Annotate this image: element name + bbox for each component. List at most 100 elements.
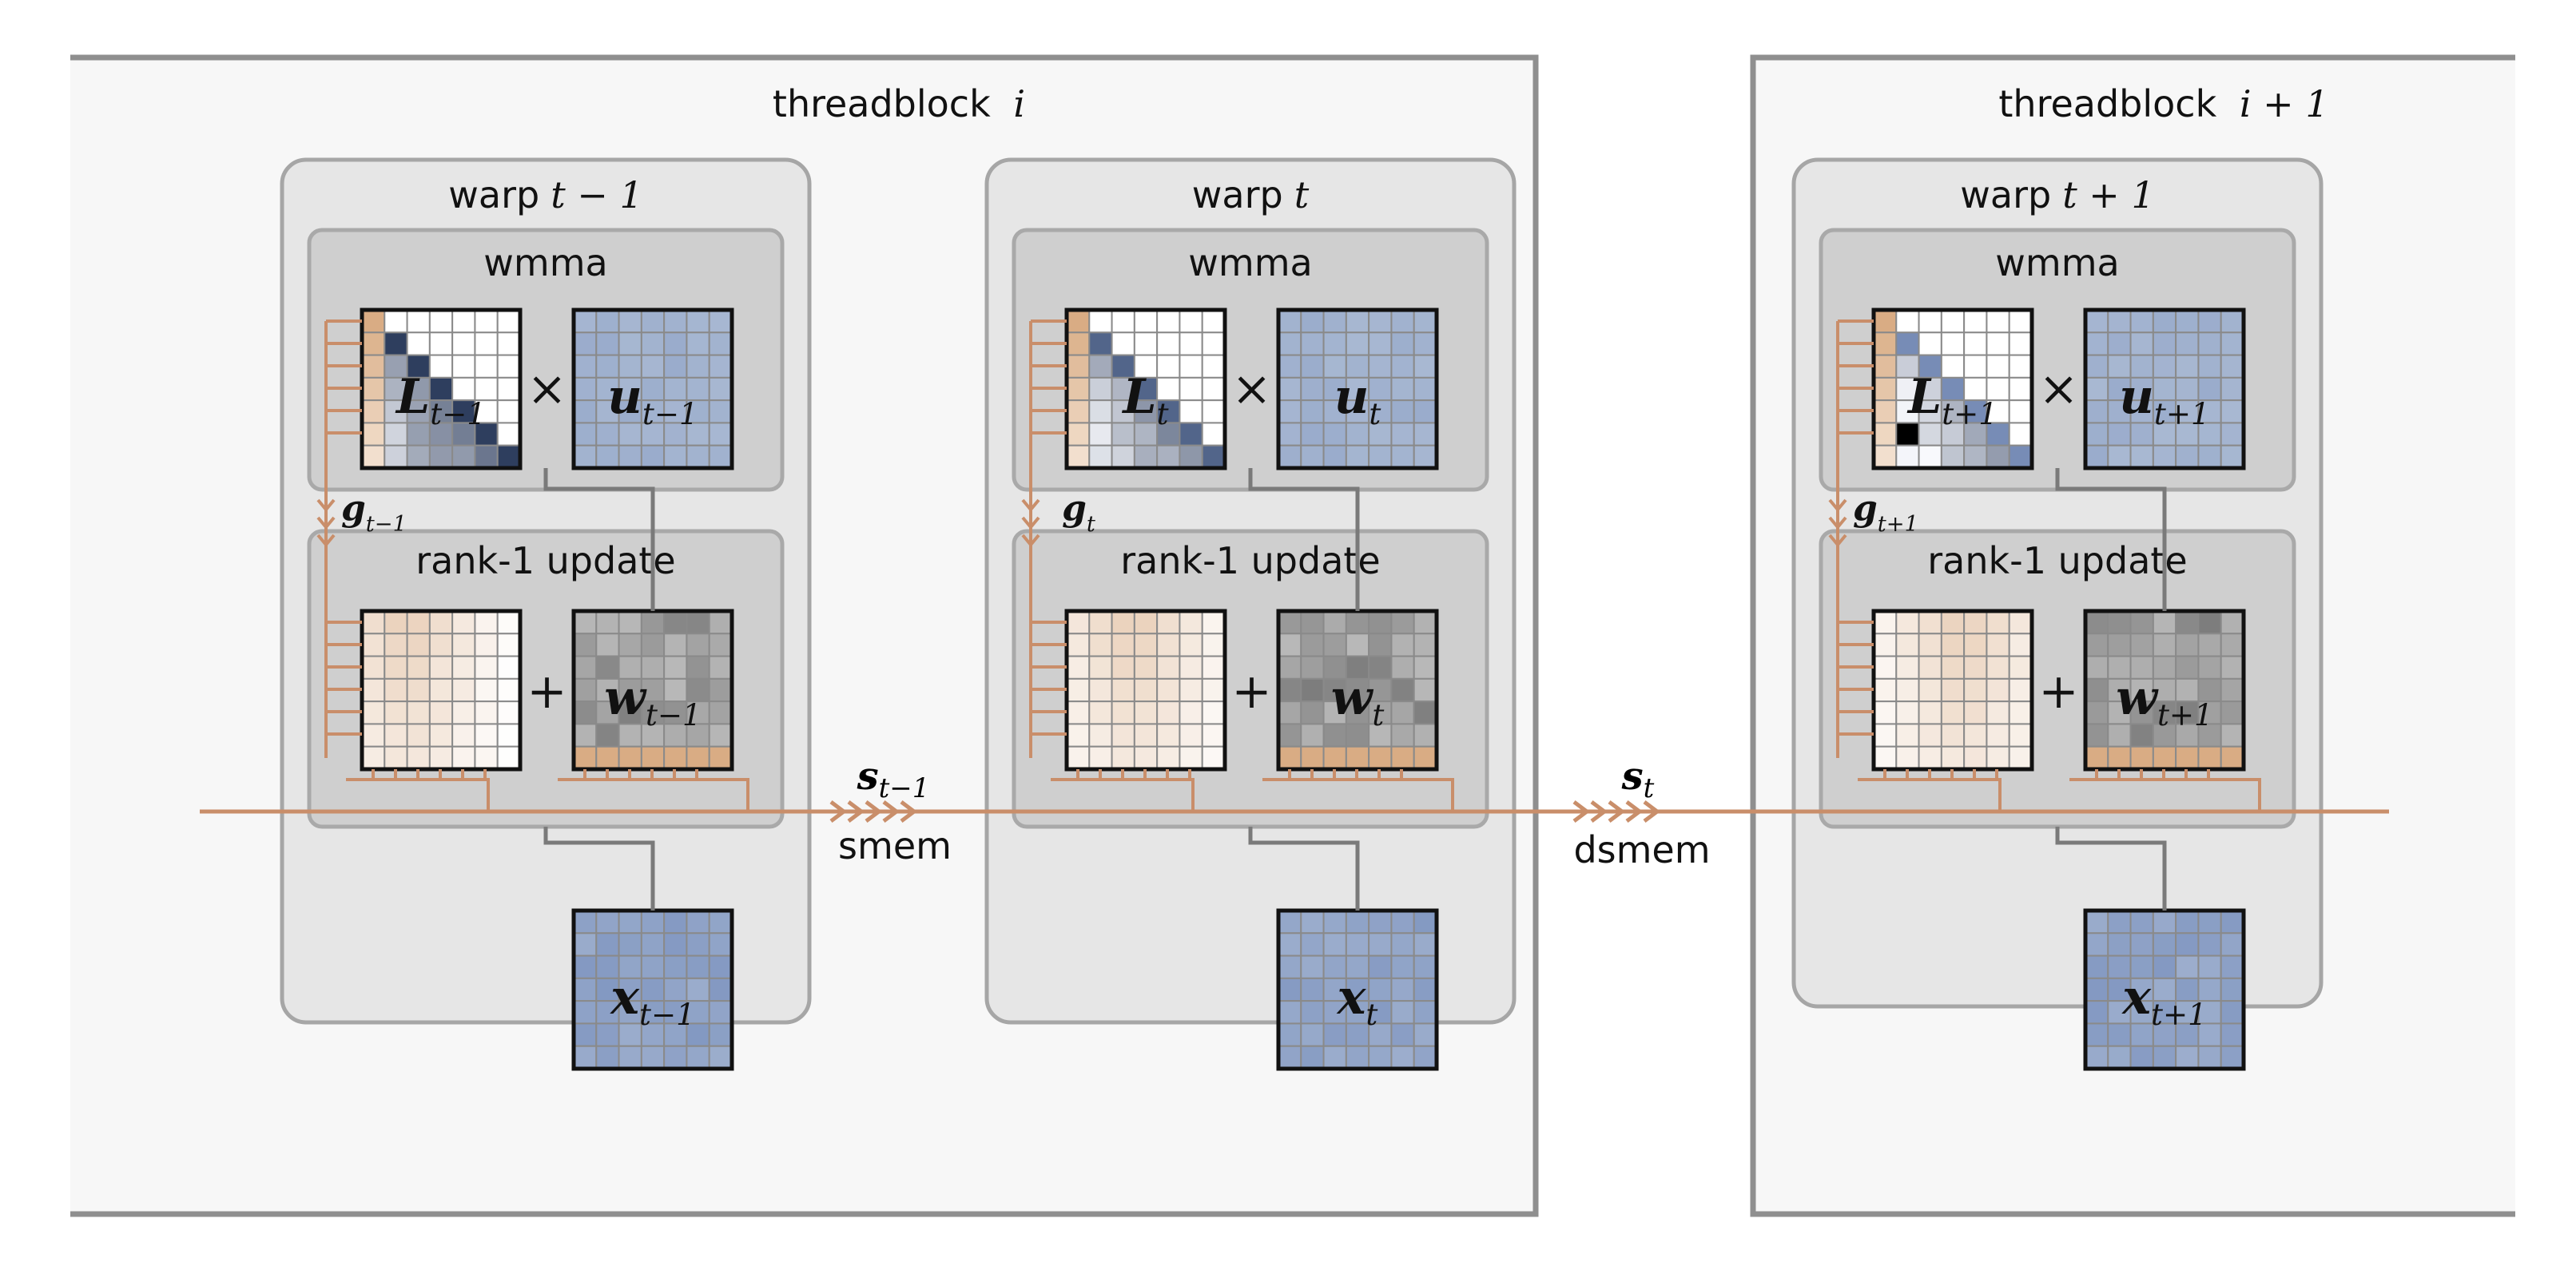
- w-matrix-cell: [1278, 700, 1302, 725]
- w-matrix-cell: [2175, 610, 2200, 635]
- rank1-matrix-cell: [474, 633, 499, 657]
- u-matrix-cell: [1413, 354, 1437, 379]
- L-matrix-cell: [2008, 444, 2033, 470]
- rank1-matrix-cell: [406, 723, 431, 748]
- L-matrix-cell: [1963, 422, 1988, 446]
- rank1-matrix-cell: [451, 655, 476, 680]
- rank1-matrix-cell: [1111, 610, 1135, 635]
- w-matrix-cell: [1322, 610, 1347, 635]
- rank1-matrix-cell: [496, 677, 522, 703]
- threadblock-i-plus-1-title: threadblock i + 1: [1998, 82, 2328, 125]
- rank1-matrix-cell: [384, 655, 408, 680]
- u-matrix-cell: [1413, 376, 1437, 402]
- rank1-matrix: [360, 609, 523, 772]
- rank1-matrix-cell: [1111, 723, 1135, 748]
- u-matrix-cell: [2152, 354, 2177, 379]
- rank1-matrix-cell: [428, 610, 454, 635]
- u-matrix-cell: [1390, 331, 1415, 356]
- w-matrix-cell: [2129, 610, 2154, 635]
- u-matrix-cell: [2197, 309, 2222, 334]
- L-matrix-cell: [361, 309, 386, 334]
- w-matrix-cell: [1345, 610, 1370, 635]
- u-matrix-cell: [1322, 444, 1347, 470]
- rank1-matrix-cell: [1873, 677, 1898, 703]
- x-matrix-cell: [2152, 954, 2177, 979]
- u-matrix-cell: [1300, 309, 1325, 334]
- rank1-matrix-cell: [2008, 745, 2033, 771]
- x-matrix-cell: [708, 910, 733, 935]
- rank1-matrix-cell: [2008, 723, 2033, 748]
- u-matrix-cell: [1368, 399, 1393, 424]
- w-matrix-cell: [573, 655, 598, 680]
- L-matrix-cell: [361, 376, 386, 402]
- L-matrix-cell: [451, 331, 476, 356]
- rank1-matrix-cell: [1156, 633, 1181, 657]
- u-matrix-cell: [2220, 422, 2245, 446]
- w-matrix-cell: [1278, 745, 1302, 771]
- rank1-matrix-cell: [428, 723, 454, 748]
- rank1-matrix-cell: [384, 610, 408, 635]
- w-matrix-cell: [1413, 633, 1437, 657]
- g-arrow: [1021, 498, 1040, 513]
- rank1-matrix-cell: [1111, 655, 1135, 680]
- L-matrix-cell: [1963, 444, 1988, 470]
- rank1-matrix-cell: [1088, 633, 1113, 657]
- L-matrix-cell: [1133, 331, 1159, 356]
- u-matrix-cell: [2175, 354, 2200, 379]
- w-matrix-cell: [1368, 745, 1393, 771]
- rank1-matrix-cell: [1066, 745, 1091, 771]
- L-matrix-cell: [1066, 376, 1091, 402]
- u-matrix-cell: [1300, 376, 1325, 402]
- rank1-matrix-cell: [1066, 633, 1091, 657]
- rank1-matrix-cell: [1918, 700, 1942, 725]
- L-matrix-cell: [474, 399, 499, 424]
- L-matrix-cell: [1895, 376, 1920, 402]
- u-matrix-cell: [1278, 422, 1302, 446]
- x-matrix-cell: [708, 954, 733, 979]
- x-matrix-cell: [686, 932, 710, 957]
- L-matrix-cell: [384, 309, 408, 334]
- L-matrix-cell: [1963, 331, 1988, 356]
- x-matrix-cell: [2129, 1045, 2154, 1070]
- w-matrix-cell: [2129, 633, 2154, 657]
- x-matrix: [571, 908, 734, 1071]
- u-matrix-cell: [2107, 422, 2132, 446]
- w-matrix-cell: [2085, 655, 2109, 680]
- L-matrix-cell: [451, 309, 476, 334]
- w-matrix-cell: [595, 633, 620, 657]
- rank1-matrix-cell: [406, 700, 431, 725]
- u-matrix-cell: [640, 444, 666, 470]
- stream-arrow: [900, 800, 918, 823]
- x-matrix-cell: [1278, 1045, 1302, 1070]
- w-matrix-cell: [2107, 633, 2132, 657]
- u-matrix-cell: [1368, 309, 1393, 334]
- u-matrix-cell: [2220, 331, 2245, 356]
- u-matrix-cell: [1322, 331, 1347, 356]
- u-matrix-cell: [686, 331, 710, 356]
- rank1-matrix: [1064, 609, 1227, 772]
- x-matrix-cell: [1390, 910, 1415, 935]
- L-matrix-cell: [1156, 354, 1181, 379]
- rank1-matrix-cell: [2008, 655, 2033, 680]
- x-matrix-cell: [573, 1000, 598, 1025]
- w-matrix-cell: [1322, 723, 1347, 748]
- L-matrix-cell: [2008, 354, 2033, 379]
- u-matrix-cell: [2152, 444, 2177, 470]
- L-matrix-cell: [474, 309, 499, 334]
- rank1-title: rank-1 update: [1927, 539, 2187, 582]
- L-matrix-cell: [1156, 331, 1181, 356]
- x-matrix-cell: [2085, 954, 2109, 979]
- L-matrix-cell: [451, 354, 476, 379]
- u-matrix-frame: [571, 308, 734, 470]
- w-matrix-cell: [618, 677, 642, 703]
- x-matrix-cell: [663, 954, 688, 979]
- u-matrix-cell: [1278, 399, 1302, 424]
- x-matrix-cell: [2085, 910, 2109, 935]
- w-matrix-cell: [573, 610, 598, 635]
- u-matrix-cell: [708, 331, 733, 356]
- x-matrix-cell: [618, 1000, 642, 1025]
- x-matrix-cell: [640, 932, 666, 957]
- stream-arrow: [1572, 800, 1591, 823]
- u-matrix-cell: [2220, 376, 2245, 402]
- rank1-matrix-cell: [428, 655, 454, 680]
